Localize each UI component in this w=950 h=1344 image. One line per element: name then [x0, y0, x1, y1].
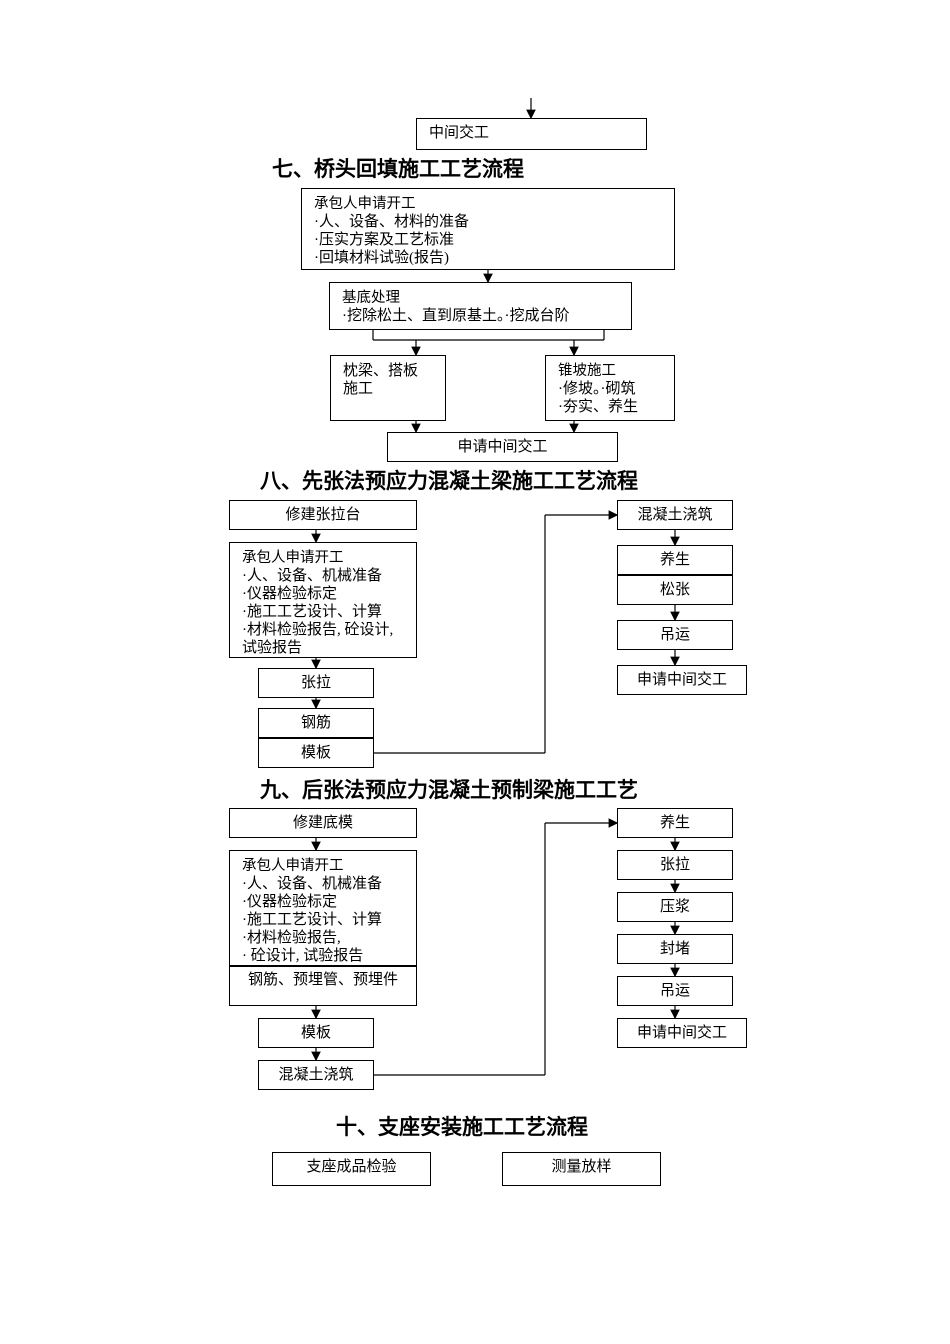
box-line: ·挖除松土、直到原基土。·挖成台阶 [342, 308, 570, 324]
box-line: ·回填材料试验(报告) [314, 250, 449, 266]
box-label: 吊运 [659, 627, 690, 643]
section-10-title: 十、支座安装施工工艺流程 [336, 1115, 588, 1139]
box-line: ·施工工艺设计、计算 [242, 604, 382, 620]
box-line: ·人、设备、机械准备 [242, 876, 382, 892]
box-heading: 基底处理 [342, 290, 400, 306]
box-heading: 承包人申请开工 [314, 196, 416, 212]
handover-box-8: 申请中间交工 [617, 665, 747, 695]
box-label: 申请中间交工 [457, 439, 548, 455]
release-box-8: 松张 [617, 575, 733, 605]
box-heading: 承包人申请开工 [242, 858, 344, 874]
grout-box-9: 压浆 [617, 892, 733, 922]
box-label: 松张 [659, 582, 690, 598]
box-label: 模板 [300, 745, 331, 761]
rebar-box-9: 钢筋、预埋管、预埋件 [229, 966, 417, 1006]
box-label: 钢筋、预埋管、预埋件 [247, 972, 398, 988]
base-treatment-box: 基底处理 ·挖除松土、直到原基土。·挖成台阶 [329, 282, 632, 330]
box-line: ·夯实、养生 [558, 399, 638, 415]
apply-box-9: 承包人申请开工 ·人、设备、机械准备 ·仪器检验标定 ·施工工艺设计、计算 ·材料检验报… [229, 850, 417, 966]
seal-box-9: 封堵 [617, 934, 733, 964]
box-line: ·材料检验报告, [242, 930, 341, 946]
box-line: ·人、设备、材料的准备 [314, 214, 469, 230]
build-bed-box: 修建底模 [229, 808, 417, 838]
hoist-box-8: 吊运 [617, 620, 733, 650]
box-line: 枕梁、搭板 [343, 363, 419, 379]
box-label: 模板 [300, 1025, 331, 1041]
pour-box-8: 混凝土浇筑 [617, 500, 733, 530]
section-7-title: 七、桥头回填施工工艺流程 [272, 157, 524, 181]
box-line: ·人、设备、机械准备 [242, 568, 382, 584]
tension-box-8: 张拉 [258, 668, 374, 698]
box-label: 修建底模 [292, 815, 353, 831]
box-line: ·修坡。·砌筑 [558, 381, 636, 397]
box-label: 封堵 [659, 941, 690, 957]
box-heading: 承包人申请开工 [242, 550, 344, 566]
cure-box-8: 养生 [617, 545, 733, 575]
box-label: 测量放样 [551, 1159, 612, 1175]
box-line: 施工 [343, 381, 374, 397]
box-line: ·材料检验报告, 砼设计, 试验报告 [242, 622, 394, 656]
formwork-box-9: 模板 [258, 1018, 374, 1048]
hoist-box-9: 吊运 [617, 976, 733, 1006]
box-label: 张拉 [300, 675, 331, 691]
box-label: 养生 [659, 552, 690, 568]
pillow-beam-box: 枕梁、搭板施工 [330, 355, 446, 421]
survey-box: 测量放样 [502, 1152, 661, 1186]
box-label: 申请中间交工 [636, 672, 727, 688]
box-label: 混凝土浇筑 [637, 507, 713, 523]
tension-box-9: 张拉 [617, 850, 733, 880]
build-platform-box: 修建张拉台 [229, 500, 417, 530]
box-label: 钢筋 [300, 715, 331, 731]
box-label: 支座成品检验 [306, 1159, 397, 1175]
box-line: ·压实方案及工艺标准 [314, 232, 454, 248]
section-9-title: 九、后张法预应力混凝土预制梁施工工艺 [260, 778, 638, 802]
pour-box-9: 混凝土浇筑 [258, 1060, 374, 1090]
box-line: ·施工工艺设计、计算 [242, 912, 382, 928]
box-label: 压浆 [659, 899, 690, 915]
slope-box: 锥坡施工 ·修坡。·砌筑 ·夯实、养生 [545, 355, 675, 421]
rebar-box-8: 钢筋 [258, 708, 374, 738]
box-label: 吊运 [659, 983, 690, 999]
formwork-box-8: 模板 [258, 738, 374, 768]
box-heading: 锥坡施工 [558, 363, 616, 379]
handover-box-9: 申请中间交工 [617, 1018, 747, 1048]
apply-box-8: 承包人申请开工 ·人、设备、机械准备 ·仪器检验标定 ·施工工艺设计、计算 ·材料检验报… [229, 542, 417, 658]
box-label: 中间交工 [429, 125, 490, 141]
box-label: 申请中间交工 [636, 1025, 727, 1041]
section-8-title: 八、先张法预应力混凝土梁施工工艺流程 [260, 469, 638, 493]
box-line: ·仪器检验标定 [242, 586, 337, 602]
intermediate-handover-box: 中间交工 [416, 118, 647, 150]
box-line: · 砼设计, 试验报告 [242, 948, 364, 964]
bearing-inspect-box: 支座成品检验 [272, 1152, 431, 1186]
cure-box-9: 养生 [617, 808, 733, 838]
apply-handover-box-7: 申请中间交工 [387, 432, 618, 462]
box-label: 混凝土浇筑 [278, 1067, 354, 1083]
box-label: 张拉 [659, 857, 690, 873]
apply-box-7: 承包人申请开工 ·人、设备、材料的准备 ·压实方案及工艺标准 ·回填材料试验(报告) [301, 188, 675, 270]
box-label: 修建张拉台 [285, 507, 361, 523]
box-label: 养生 [659, 815, 690, 831]
box-line: ·仪器检验标定 [242, 894, 337, 910]
